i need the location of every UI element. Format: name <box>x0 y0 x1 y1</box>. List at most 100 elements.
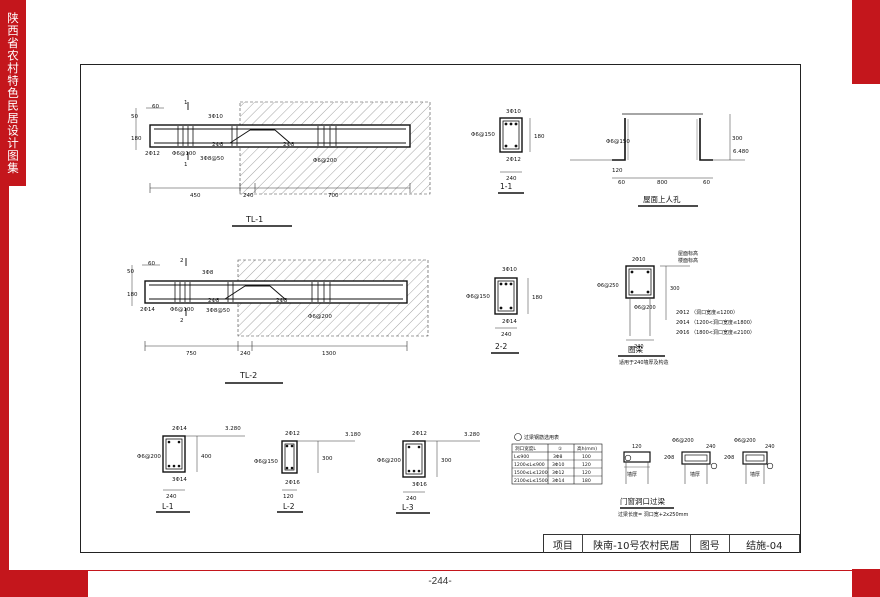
table-title: 过梁钢筋选用表 <box>524 434 559 441</box>
wall-label: 墙厚 <box>627 471 637 478</box>
rebar-label: Φ6@150 <box>254 459 278 465</box>
title-block: 项目 陕南-10号农村民居 图号 结施-04 <box>543 534 801 553</box>
rebar-label: 3Φ8@50 <box>200 156 224 162</box>
ring-label: 楼面标高 <box>678 257 698 264</box>
rebar-label: Φ6@150 <box>471 132 495 138</box>
ring-note: 适用于240墙厚及构造 <box>619 359 669 366</box>
elevation-label: 6.480 <box>733 149 749 155</box>
section-mark: 1 <box>184 100 188 106</box>
dim-label: 240 <box>166 494 177 500</box>
dim-label: 240 <box>765 444 775 450</box>
rebar-label: 2Φ16 <box>285 480 300 486</box>
rebar-label: Φ6@200 <box>137 454 161 460</box>
rebar-label: Φ6@200 <box>313 158 337 164</box>
table-header: ① <box>558 446 562 452</box>
dim-label: 450 <box>190 193 201 199</box>
dim-label: 180 <box>127 292 138 298</box>
dim-label: 240 <box>706 444 716 450</box>
rebar-label: 3Φ14 <box>172 477 187 483</box>
drawing-sheet <box>80 64 801 553</box>
ring-beam: 屋面标高 楼面标高 2Φ10 Φ6@250 Φ6@200 300 240 2Φ1… <box>597 250 755 366</box>
rebar-label: 2Φ10 <box>632 257 645 263</box>
section-1-1: 3Φ10 Φ6@150 2Φ12 180 240 1-1 <box>471 109 545 194</box>
dim-label: 300 <box>732 136 743 142</box>
ring-title: 圈梁 <box>628 345 643 354</box>
table-header: 高h(mm) <box>577 445 597 452</box>
dim-label: 800 <box>657 180 668 186</box>
dim-label: 300 <box>322 456 333 462</box>
project-name: 陕南-10号农村民居 <box>583 535 691 553</box>
dim-label: 50 <box>127 269 134 275</box>
l1-section: 2Φ14 Φ6@200 3Φ14 3.280 400 240 L-1 <box>137 426 245 513</box>
rebar-label: 2Φ8 <box>664 455 674 461</box>
dim-label: 180 <box>131 136 142 142</box>
table-cell: 120 <box>582 462 591 468</box>
corner-block-top <box>852 0 880 84</box>
rebar-label: 3Φ10 <box>208 114 223 120</box>
table-cell: 3Φ14 <box>552 478 564 484</box>
rebar-label: Φ6@200 <box>672 438 694 444</box>
rebar-label: Φ6@200 <box>634 305 656 311</box>
project-label: 项目 <box>544 535 583 553</box>
rebar-label: 3Φ16 <box>412 482 427 488</box>
rebar-label: 2Φ14 <box>140 307 155 313</box>
beam-title: L-1 <box>162 502 174 511</box>
dim-label: 400 <box>201 454 212 460</box>
corner-block-bottom <box>852 569 880 597</box>
lintel-title: 门窗洞口过梁 <box>620 496 665 506</box>
section-title: 2-2 <box>495 342 507 351</box>
rebar-label: 2Φ14 <box>502 319 517 325</box>
rebar-label: 3Φ8 <box>202 270 214 276</box>
elevation-label: 3.280 <box>225 426 241 432</box>
lintel-table: 过梁钢筋选用表 洞口宽度L ① 高h(mm) L≤900 3Φ8 100 120… <box>511 433 603 485</box>
section-title: 1-1 <box>500 182 512 191</box>
rebar-label: 2Φ12 <box>145 151 160 157</box>
rebar-label: Φ6@150 <box>606 139 630 145</box>
drawing-no-label: 图号 <box>691 535 730 553</box>
tl1-elevation: 60 50 180 450 240 700 3Φ10 2Φ12 Φ6@100 2… <box>131 100 431 227</box>
section-mark: 2 <box>180 258 184 264</box>
rebar-label: 2Φ14 <box>172 426 187 432</box>
table-cell: 3Φ10 <box>552 462 564 468</box>
lintel-note: 过梁长度= 洞口宽+2x250mm <box>618 511 689 518</box>
ring-option: 2Φ14 （1200<洞口宽度≤1800） <box>676 319 755 326</box>
beam-title: L-2 <box>283 502 295 511</box>
section-2-2: 3Φ10 Φ6@150 2Φ14 180 240 2-2 <box>466 267 543 354</box>
page-number: -244- <box>428 576 452 587</box>
side-tab-title: 陕西省农村特色民居设计图集 <box>6 11 20 175</box>
l3-section: 2Φ12 Φ6@200 3Φ16 3.280 300 240 L-3 <box>377 431 480 514</box>
ring-option: 2Φ12 （洞口宽度≤1200） <box>676 309 738 316</box>
table-header: 洞口宽度L <box>515 445 536 452</box>
dim-label: 120 <box>632 444 642 450</box>
wall-hatch <box>240 102 430 194</box>
dim-label: 60 <box>703 180 710 186</box>
tl2-title: TL-2 <box>239 371 257 380</box>
rebar-label: 2Φ8 <box>283 142 295 148</box>
dim-label: 120 <box>283 494 294 500</box>
lintel-details: 墙厚 墙厚 墙厚 Φ6@200 2Φ8 Φ6@200 2Φ8 120 240 2… <box>618 438 775 518</box>
dim-label: 300 <box>441 458 452 464</box>
dim-label: 240 <box>634 344 644 350</box>
ring-label: 屋面标高 <box>678 250 698 257</box>
dim-label: 700 <box>328 193 339 199</box>
dim-label: 120 <box>612 168 623 174</box>
elevation-label: 3.180 <box>345 432 361 438</box>
dim-label: 180 <box>532 295 543 301</box>
side-tab <box>0 0 26 186</box>
rebar-label: 3Φ10 <box>502 267 517 273</box>
table-cell: 180 <box>582 478 591 484</box>
dim-label: 240 <box>240 351 251 357</box>
table-cell: 3Φ12 <box>552 470 564 476</box>
rebar-label: Φ6@200 <box>308 314 332 320</box>
rebar-label: 2Φ12 <box>285 431 300 437</box>
l2-section: 2Φ12 Φ6@150 2Φ16 3.180 300 120 L-2 <box>254 431 361 513</box>
rebar-label: 2Φ8 <box>212 142 224 148</box>
rebar-label: Φ6@150 <box>466 294 490 300</box>
section-mark: 2 <box>180 318 184 324</box>
rebar-label: Φ6@200 <box>734 438 756 444</box>
tl2-beam <box>144 280 408 304</box>
rebar-label: 2Φ12 <box>506 157 521 163</box>
rebar-label: Φ6@200 <box>377 458 401 464</box>
drawing-no: 结施-04 <box>730 535 801 553</box>
